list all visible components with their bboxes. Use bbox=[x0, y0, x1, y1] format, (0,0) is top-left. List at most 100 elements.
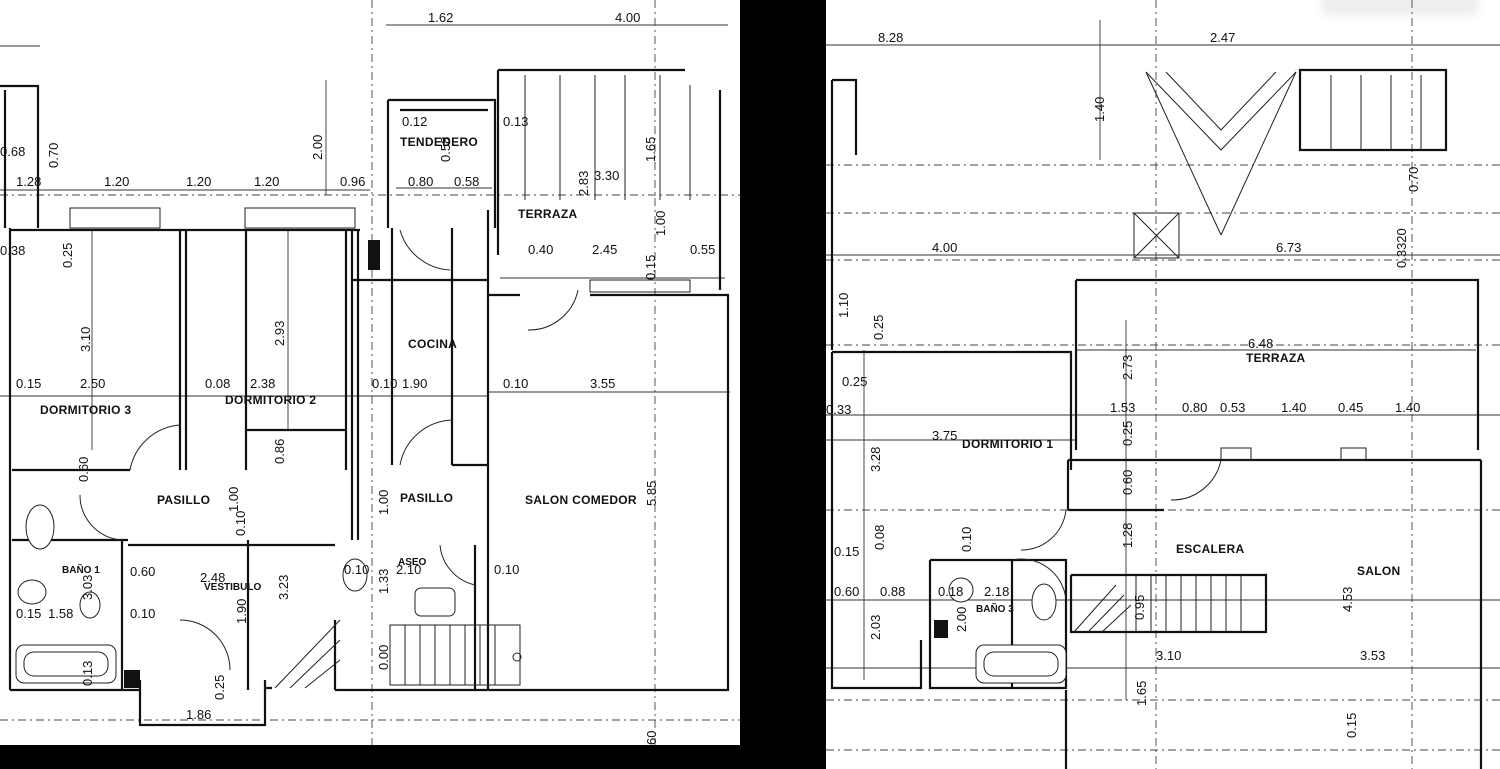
dim-label: 0.15 bbox=[643, 255, 658, 280]
dim-label: 2.38 bbox=[250, 376, 275, 391]
dim-label: 2.03 bbox=[868, 615, 883, 640]
dim-label: 0.18 bbox=[938, 584, 963, 599]
dimension-labels: 8.28 2.47 1.40 0.70 4.00 6.73 0.3320 1.1… bbox=[826, 30, 1421, 738]
dim-label: 0.38 bbox=[0, 243, 25, 258]
dim-label: 1.58 bbox=[48, 606, 73, 621]
dim-label: 0.60 bbox=[76, 457, 91, 482]
dimension-lines bbox=[0, 24, 730, 450]
dim-label: 0.13 bbox=[80, 661, 95, 686]
dim-label: 3.28 bbox=[868, 447, 883, 472]
dim-label: 3.55 bbox=[590, 376, 615, 391]
dim-label: 0.58 bbox=[438, 137, 453, 162]
dim-label: 1.65 bbox=[1134, 681, 1149, 706]
dim-label: 1.20 bbox=[104, 174, 129, 189]
dim-label: 2.00 bbox=[954, 607, 969, 632]
dim-label: 2.47 bbox=[1210, 30, 1235, 45]
room-tendedero: TENDEDERO bbox=[400, 135, 478, 149]
terrace-railing bbox=[69, 75, 691, 293]
dim-label: 0.60 bbox=[834, 584, 859, 599]
dim-label: 2.48 bbox=[200, 570, 225, 585]
dim-label: 0.58 bbox=[454, 174, 479, 189]
dim-label: 2.45 bbox=[592, 242, 617, 257]
dim-label: 0.60 bbox=[130, 564, 155, 579]
dim-label: 0.55 bbox=[690, 242, 715, 257]
dim-label: 1.10 bbox=[836, 293, 851, 318]
dim-label: 0.15 bbox=[16, 376, 41, 391]
dim-label: 2.73 bbox=[1120, 355, 1135, 380]
dim-label: 1.40 bbox=[1395, 400, 1420, 415]
dim-label: 0.70 bbox=[46, 143, 61, 168]
room-salon: SALON bbox=[1357, 564, 1401, 578]
room-cocina: COCINA bbox=[408, 337, 457, 351]
dim-label: 0.80 bbox=[408, 174, 433, 189]
dim-label: 1.20 bbox=[186, 174, 211, 189]
dim-label: 0.12 bbox=[402, 114, 427, 129]
floor-plan-lower: TENDEDERO TERRAZA COCINA DORMITORIO 3 DO… bbox=[0, 0, 740, 745]
dimension-labels: 1.62 4.00 2.00 0.12 0.13 0.58 0.80 0.58 … bbox=[0, 10, 715, 745]
dim-label: 0.3320 bbox=[1394, 228, 1409, 268]
dim-label: 0.08 bbox=[872, 525, 887, 550]
room-vestibulo: VESTIBULO bbox=[204, 582, 261, 593]
dim-label: 0.08 bbox=[205, 376, 230, 391]
dim-label: 0.25 bbox=[212, 675, 227, 700]
dim-label: 0.86 bbox=[272, 439, 287, 464]
floor-plan-lower-drawing: TENDEDERO TERRAZA COCINA DORMITORIO 3 DO… bbox=[0, 0, 740, 745]
dim-label: 1.53 bbox=[1110, 400, 1135, 415]
dim-label: 3.75 bbox=[932, 428, 957, 443]
dim-label: 3.03 bbox=[80, 575, 95, 600]
dim-label: 2.50 bbox=[80, 376, 105, 391]
dim-label: 3.10 bbox=[1156, 648, 1181, 663]
dim-label: 1.28 bbox=[1120, 523, 1135, 548]
dim-label: 1.90 bbox=[234, 599, 249, 624]
bathroom-fixtures bbox=[15, 240, 456, 688]
dim-label: 1.65 bbox=[643, 137, 658, 162]
dim-label: 1.40 bbox=[1281, 400, 1306, 415]
dim-label: 2.83 bbox=[576, 171, 591, 196]
dim-label: 2.18 bbox=[984, 584, 1009, 599]
room-pasillo-b: PASILLO bbox=[400, 491, 453, 505]
dim-label: 0.10 bbox=[494, 562, 519, 577]
dimension-lines bbox=[826, 20, 1500, 700]
room-salon-comedor: SALON COMEDOR bbox=[525, 493, 637, 507]
room-labels: TENDEDERO TERRAZA COCINA DORMITORIO 3 DO… bbox=[40, 135, 637, 593]
dim-label: 8.28 bbox=[878, 30, 903, 45]
room-escalera: ESCALERA bbox=[1176, 542, 1244, 556]
dim-label: 1.20 bbox=[254, 174, 279, 189]
floor-plan-upper: TERRAZA DORMITORIO 1 ESCALERA SALON BAÑO… bbox=[826, 0, 1500, 769]
dim-label: 0.95 bbox=[1132, 595, 1147, 620]
dim-label: 0.15 bbox=[834, 544, 859, 559]
dim-label: 3.30 bbox=[594, 168, 619, 183]
room-terraza: TERRAZA bbox=[518, 207, 577, 221]
walls bbox=[830, 68, 1483, 769]
dim-label: 3.23 bbox=[276, 575, 291, 600]
dim-label: 0.96 bbox=[340, 174, 365, 189]
room-pasillo-a: PASILLO bbox=[157, 493, 210, 507]
reference-lines bbox=[826, 0, 1500, 769]
dim-label: 0.88 bbox=[880, 584, 905, 599]
dim-label: 1.28 bbox=[16, 174, 41, 189]
dim-label: 60 bbox=[644, 731, 659, 745]
dim-label: 0.15 bbox=[1344, 713, 1359, 738]
dim-label: 0.60 bbox=[1120, 470, 1135, 495]
dim-label: 2.00 bbox=[310, 135, 325, 160]
dim-label: 1.86 bbox=[186, 707, 211, 722]
dim-label: 6.73 bbox=[1276, 240, 1301, 255]
dim-label: 0.10 bbox=[372, 376, 397, 391]
dim-label: 1.00 bbox=[376, 490, 391, 515]
room-bano-1: BAÑO 1 bbox=[62, 563, 100, 576]
dim-label: 1.62 bbox=[428, 10, 453, 25]
dim-label: 0.25 bbox=[871, 315, 886, 340]
dim-label: 0.10 bbox=[959, 527, 974, 552]
dim-label: 0.80 bbox=[1182, 400, 1207, 415]
dim-label: 0.10 bbox=[130, 606, 155, 621]
dim-label: 2.93 bbox=[272, 321, 287, 346]
room-dormitorio-1: DORMITORIO 1 bbox=[962, 437, 1053, 451]
room-labels: TERRAZA DORMITORIO 1 ESCALERA SALON BAÑO… bbox=[962, 351, 1401, 615]
room-dormitorio-3: DORMITORIO 3 bbox=[40, 403, 131, 417]
scan-glare bbox=[1320, 0, 1480, 16]
dim-label: 3.53 bbox=[1360, 648, 1385, 663]
dim-label: 1.00 bbox=[226, 487, 241, 512]
dim-label: 0.10 bbox=[503, 376, 528, 391]
walls bbox=[0, 68, 730, 727]
dim-label: 0.68 bbox=[0, 144, 25, 159]
